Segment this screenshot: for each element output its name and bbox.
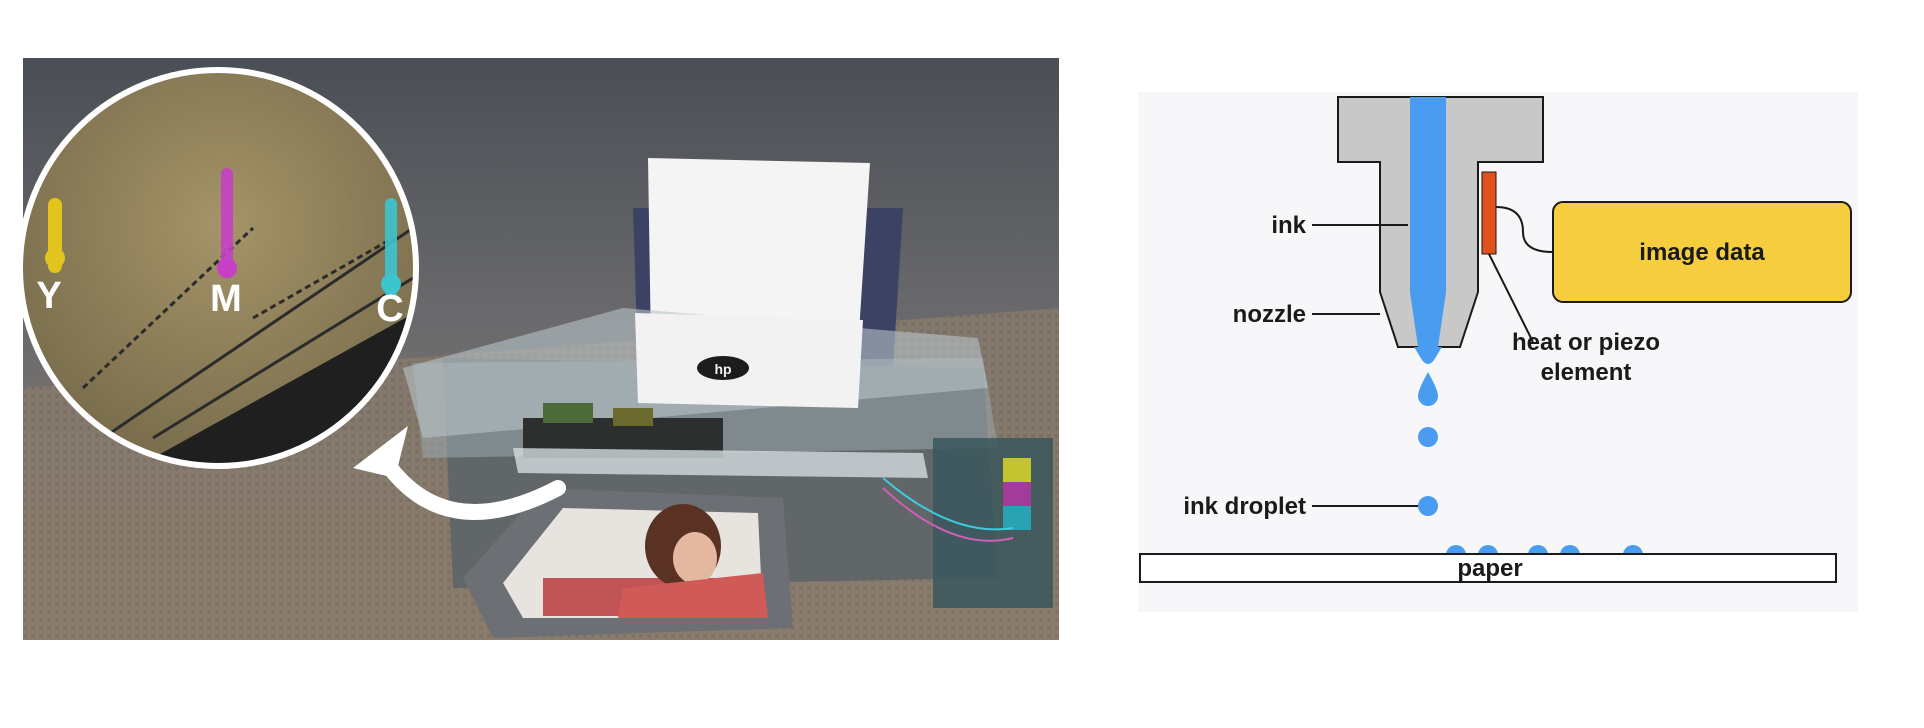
hp-logo [697,356,749,380]
ink-label: ink [1271,212,1306,239]
inkjet-diagram: image data ink nozzle heat or piezo elem… [1138,92,1858,612]
heat-or-piezo-element [1481,171,1497,255]
printed-photo-output [463,488,793,638]
cyan-ink-stream [385,198,397,298]
magenta-ink-stream [221,168,233,278]
image-data-label: image data [1639,239,1765,266]
svg-text:hp: hp [714,361,731,377]
cartridge-label-m: M [210,278,242,320]
printer-body: hp [403,308,1053,608]
curved-arrow-head [353,426,408,478]
ink-tank-module [933,438,1053,608]
paper-label: paper [1457,555,1522,582]
heat-or-piezo-label: heat or piezo [1512,329,1660,356]
ink-droplet-label: ink droplet [1183,493,1306,520]
printer-illustration: hp [23,58,1059,640]
ink-droplet [1418,427,1438,447]
cartridge-label-c: C [376,288,403,330]
diagram-background [1138,92,1858,612]
element-label: element [1541,359,1632,386]
ink-droplet [1418,496,1438,516]
forming-droplet [1418,372,1438,406]
curved-arrow-icon [375,450,566,520]
paper-sheet [1139,553,1837,583]
zoom-callout: Y M C [23,67,419,469]
nozzle-label: nozzle [1233,301,1306,328]
ink-channel [1410,97,1446,347]
cartridge-label-y: Y [36,275,61,317]
image-data-connector [1495,206,1554,253]
